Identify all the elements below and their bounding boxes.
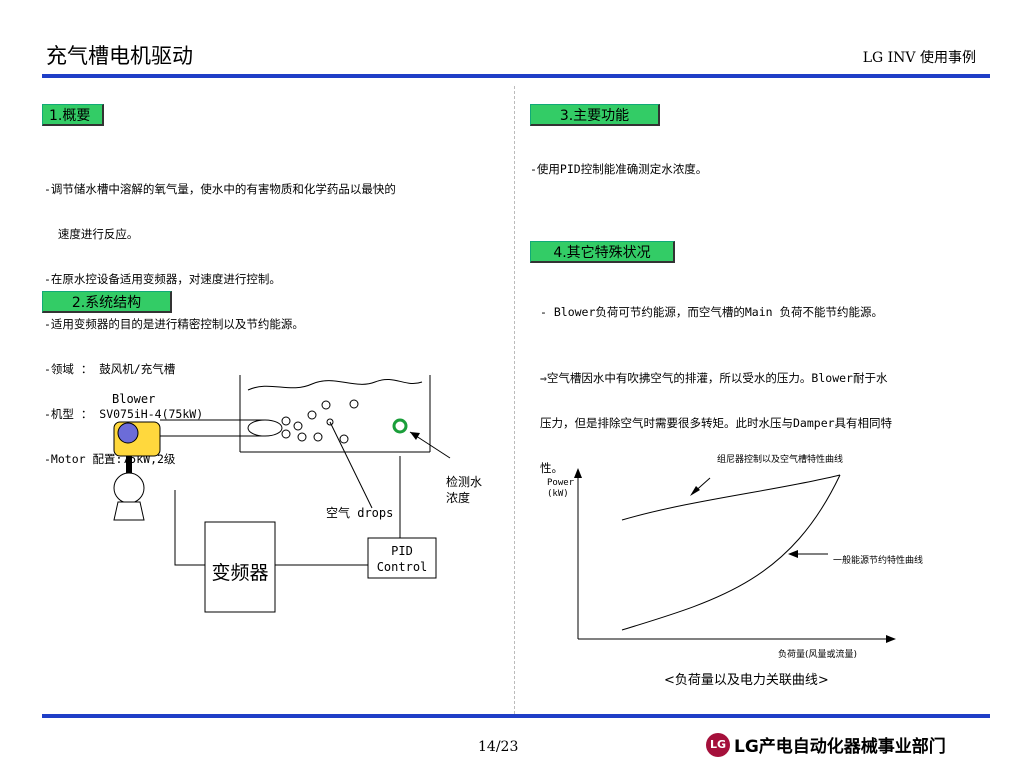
s1-line: 速度进行反应。 bbox=[44, 227, 139, 241]
pid-box bbox=[367, 537, 437, 579]
section-1-body: -调节储水槽中溶解的氧气量，使水中的有害物质和化学药品以最快的 速度进行反应。 … bbox=[44, 152, 396, 482]
chart-title: 组尼器控制以及空气槽特性曲线 bbox=[717, 455, 844, 465]
pid-label: PID Control bbox=[376, 544, 428, 574]
section-2-title: 2.系统结构 bbox=[42, 291, 172, 313]
page-title: 充气槽电机驱动 bbox=[46, 44, 193, 68]
column-divider bbox=[514, 86, 515, 714]
bottom-rule bbox=[42, 714, 990, 718]
chart-caption: <负荷量以及电力关联曲线> bbox=[664, 673, 829, 688]
s1-line: -领域 ： 鼓风机/充气槽 bbox=[44, 362, 176, 376]
s1-line: -在原水控设备适用变频器，对速度进行控制。 bbox=[44, 272, 281, 286]
section-4-para-2: ⇒空气槽因水中有吹拂空气的排灌，所以受水的压力。Blower耐于水 压力，但是排… bbox=[540, 371, 893, 475]
section-4-para-1: - Blower负荷可节约能源，而空气槽的Main 负荷不能节约能源。 bbox=[540, 305, 884, 319]
series-line bbox=[621, 474, 841, 521]
section-1-title: 1.概要 bbox=[42, 104, 104, 126]
inverter-label: 变频器 bbox=[211, 562, 269, 584]
detect-label: 检测水 浓度 bbox=[446, 475, 483, 505]
page-number: 14/23 bbox=[478, 739, 519, 755]
s1-line: -适用变频器的目的是进行精密控制以及节约能源。 bbox=[44, 317, 304, 331]
air-drops-label: 空气 drops bbox=[326, 506, 394, 520]
s1-line: -调节储水槽中溶解的氧气量，使水中的有害物质和化学药品以最快的 bbox=[44, 182, 396, 196]
inverter-box bbox=[204, 521, 276, 613]
brand-name: LG产电自动化器械事业部门 bbox=[734, 737, 946, 757]
x-axis-label: 负荷量(风量或流量) bbox=[778, 650, 858, 660]
water-tank bbox=[239, 375, 431, 453]
system-diagram bbox=[113, 375, 451, 613]
blower-icon bbox=[113, 421, 161, 474]
air-bubbles bbox=[281, 399, 359, 444]
footer-brand: LG LG产电自动化器械事业部门 bbox=[706, 732, 946, 757]
motor-icon bbox=[113, 472, 145, 504]
legend-lower: 一般能源节约特性曲线 bbox=[833, 556, 924, 566]
diffuser bbox=[247, 419, 283, 437]
section-3-body: -使用PID控制能准确测定水浓度。 bbox=[530, 162, 708, 176]
lg-logo-icon: LG bbox=[706, 732, 730, 757]
header-right-label: LG INV 使用事例 bbox=[862, 50, 976, 66]
blower-label: Blower bbox=[112, 392, 156, 406]
section-3-title: 3.主要功能 bbox=[530, 104, 660, 126]
section-4-title: 4.其它特殊状况 bbox=[530, 241, 675, 263]
s1-line: -机型 ： SV075iH-4(75kW) bbox=[44, 407, 204, 421]
y-axis-label: Power (kW) bbox=[547, 478, 575, 499]
air-pointer bbox=[329, 421, 373, 509]
top-rule bbox=[42, 74, 990, 78]
series-line bbox=[621, 474, 841, 631]
load-power-chart bbox=[574, 468, 896, 643]
concentration-sensor bbox=[392, 418, 408, 434]
